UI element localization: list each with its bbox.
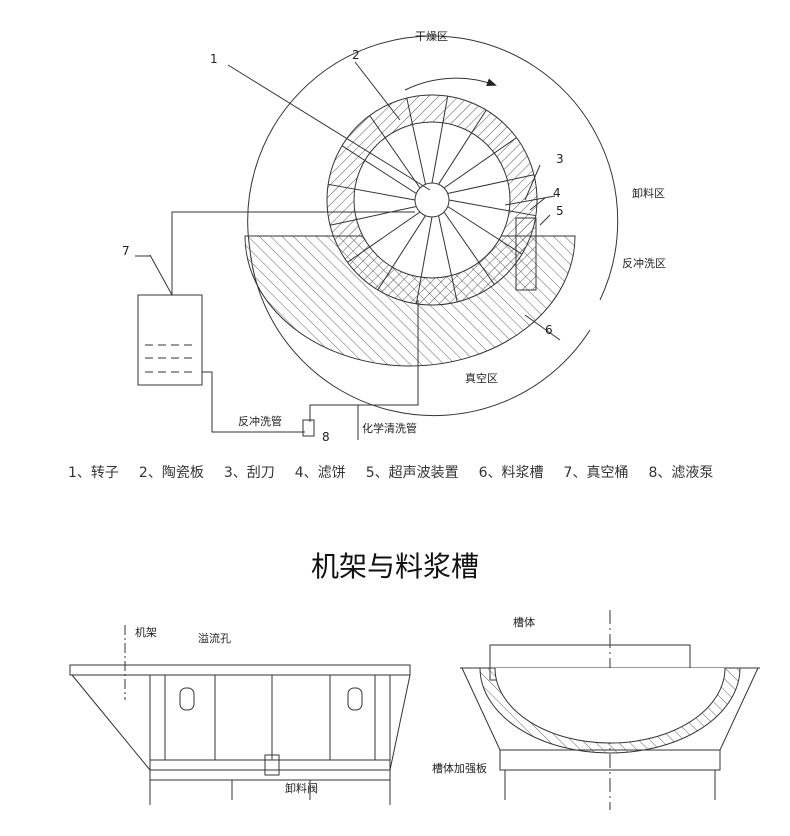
legend-item: 3、刮刀 (223, 465, 275, 481)
filtrate-pump (302, 419, 315, 437)
label-7: 7 (122, 244, 130, 258)
legend-item: 4、滤饼 (294, 465, 346, 481)
spoke (406, 97, 426, 185)
vacuum-tank (137, 294, 203, 386)
legend-item: 7、真空桶 (563, 465, 629, 481)
spoke (328, 183, 416, 201)
spoke (448, 199, 536, 217)
spoke (438, 215, 458, 303)
label-3: 3 (556, 152, 564, 166)
scraper (504, 195, 556, 206)
zone-discharge: 卸料区 (632, 187, 665, 200)
spoke (377, 215, 426, 291)
spoke (443, 137, 517, 189)
legend-item: 5、超声波装置 (365, 465, 459, 481)
zone-backwash: 反冲洗区 (622, 257, 666, 270)
spoke (369, 115, 421, 189)
overflow-label: 溢流孔 (198, 632, 231, 645)
spoke (341, 145, 417, 194)
label-5: 5 (556, 204, 564, 218)
tank-drawing (460, 610, 760, 810)
label-6: 6 (545, 323, 553, 337)
tank-label: 槽体 (513, 616, 535, 629)
rotor-hub (414, 182, 450, 218)
legend-item: 1、转子 (68, 465, 119, 481)
label-4: 4 (553, 186, 561, 200)
legend-item: 8、滤液泵 (648, 465, 714, 481)
spoke (447, 174, 535, 194)
spoke (447, 206, 523, 255)
backwash-pipe-label: 反冲洗管 (238, 415, 282, 428)
zone-vacuum: 真空区 (465, 372, 498, 385)
spoke (347, 211, 421, 263)
zone-dry: 干燥区 (415, 30, 448, 43)
frame-label: 机架 (135, 626, 157, 639)
rotor-spokes (328, 96, 536, 304)
spoke (438, 109, 487, 185)
legend-item: 6、料浆槽 (478, 465, 544, 481)
label-8: 8 (322, 430, 330, 444)
frame-drawing (69, 625, 411, 805)
spoke (329, 206, 417, 226)
legend: 1、转子 2、陶瓷板 3、刮刀 4、滤饼 5、超声波装置 6、料浆槽 7、真空桶 8、滤液泵 (68, 462, 733, 482)
spoke (431, 96, 449, 184)
ultrasonic-device (515, 217, 537, 291)
spoke (415, 216, 433, 304)
section-title: 机架与料浆槽 (310, 550, 479, 583)
spoke (443, 211, 495, 285)
valve-label: 卸料阀 (285, 782, 318, 795)
rib-label: 槽体加强板 (432, 762, 487, 775)
label-1: 1 (210, 52, 218, 66)
legend-item: 2、陶瓷板 (138, 465, 204, 481)
zone-circle (247, 35, 619, 301)
label-2: 2 (352, 48, 360, 62)
chemical-pipe-label: 化学清洗管 (362, 422, 417, 435)
